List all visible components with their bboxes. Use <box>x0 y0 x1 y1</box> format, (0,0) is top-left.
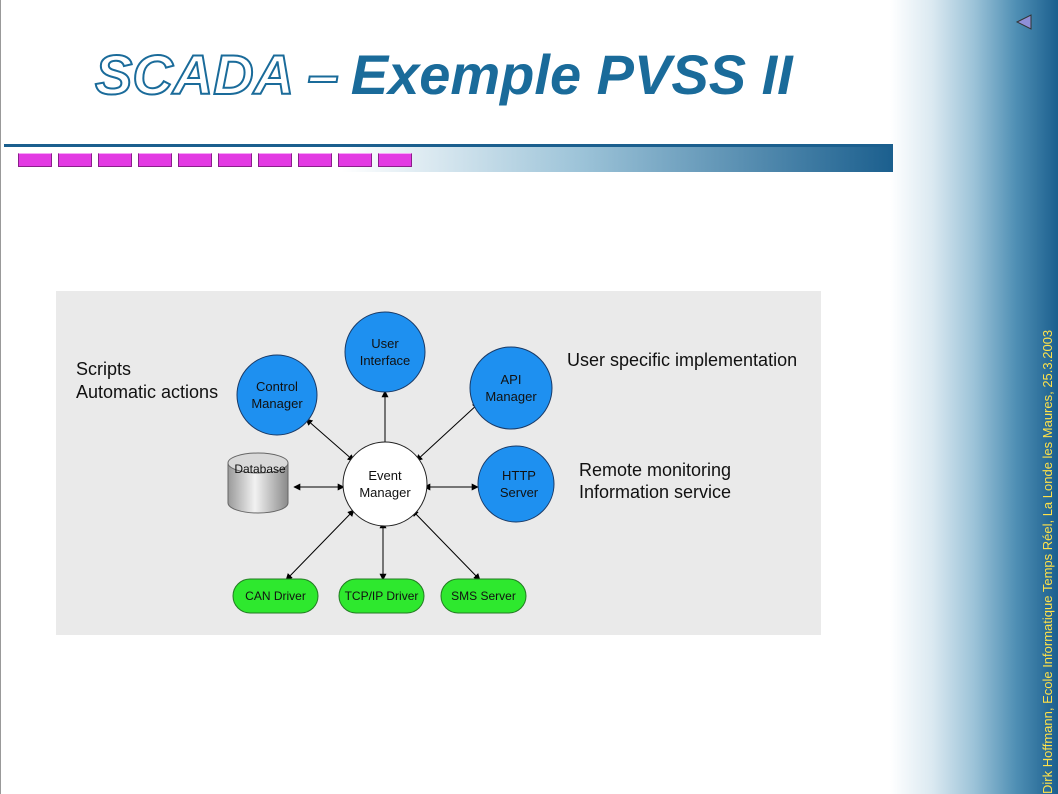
arrow-sms-server <box>411 509 481 581</box>
node-tcpip-driver <box>338 578 425 614</box>
node-control-manager <box>236 354 318 436</box>
decorative-block-strip <box>18 153 412 167</box>
decorative-block <box>98 153 132 167</box>
slide-title: SCADA –Exemple PVSS II <box>94 40 855 110</box>
label-tcpip-driver: TCP/IP Driver <box>344 589 419 603</box>
decorative-block <box>58 153 92 167</box>
slide-left-border <box>0 0 1 794</box>
node-can-driver <box>232 578 319 614</box>
footer-vertical-text: Dirk Hoffmann, Ecole Informatique Temps … <box>1040 329 1055 794</box>
previous-slide-icon[interactable] <box>1014 12 1034 32</box>
annotation-scripts: Scripts <box>76 359 132 379</box>
title-solid-part: Exemple PVSS II <box>350 43 793 106</box>
decorative-block <box>338 153 372 167</box>
label-user-interface: User Interface <box>359 336 411 368</box>
label-api-manager: API Manager <box>485 372 537 404</box>
annotation-remote-monitoring: Remote monitoring <box>579 460 732 480</box>
node-event-manager <box>342 441 428 527</box>
node-sms-server <box>440 578 527 614</box>
arrow-can-driver <box>285 509 355 581</box>
arrow-api-manager <box>415 402 480 462</box>
architecture-diagram <box>227 311 555 614</box>
arrow-control-manager <box>305 418 355 462</box>
label-sms-server: SMS Server <box>451 589 516 603</box>
decorative-block <box>258 153 292 167</box>
header-band-line <box>4 144 893 147</box>
decorative-block <box>378 153 412 167</box>
decorative-block <box>18 153 52 167</box>
annotation-user-specific: User specific implementation <box>567 350 798 370</box>
connector-arrows <box>285 390 481 581</box>
label-http-server: HTTP Server <box>499 468 539 500</box>
side-gradient-band <box>890 0 1058 794</box>
node-user-interface <box>344 311 426 393</box>
node-http-server <box>477 445 555 523</box>
label-database: Database <box>234 462 286 476</box>
database-icon <box>227 452 289 514</box>
decorative-block <box>138 153 172 167</box>
label-control-manager: Control Manager <box>251 379 303 411</box>
node-api-manager <box>469 346 553 430</box>
decorative-block <box>218 153 252 167</box>
annotation-information-service: Information service <box>579 482 732 502</box>
label-event-manager: Event Manager <box>359 468 411 500</box>
label-can-driver: CAN Driver <box>245 589 306 603</box>
decorative-block <box>178 153 212 167</box>
title-outline-part: SCADA – <box>94 42 340 107</box>
annotation-automatic-actions: Automatic actions <box>76 382 219 402</box>
decorative-block <box>298 153 332 167</box>
